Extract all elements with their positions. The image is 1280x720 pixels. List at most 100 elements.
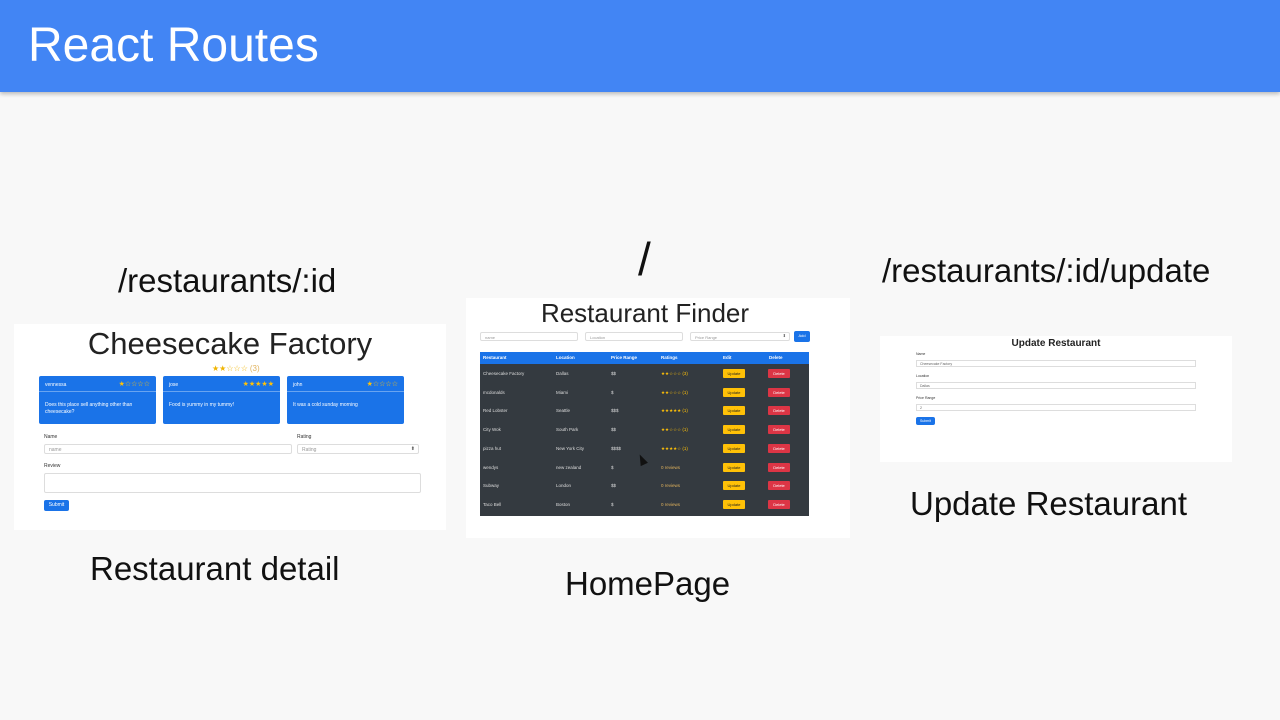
caption-update: Update Restaurant (910, 485, 1188, 522)
table-cell-location: Boston (556, 501, 571, 507)
home-app-title: Restaurant Finder (540, 298, 750, 328)
update-name-input[interactable]: Cheesecake Factory (916, 360, 1196, 367)
restaurant-detail-screenshot: Cheesecake Factory ★★☆☆☆(3) vennessa ★☆☆… (14, 324, 446, 530)
review-author: john (293, 382, 303, 388)
table-cell-name: pizza hut (483, 445, 502, 451)
table-cell-name: wendys (483, 464, 499, 470)
delete-button[interactable]: Delete (768, 406, 790, 416)
table-row: mcdonalds Miami $ ★★☆☆☆ (1) Update Delete (480, 387, 809, 400)
route-label-home: / (638, 233, 651, 285)
chevron-down-icon: ⬍ (410, 446, 415, 452)
review-submit-button[interactable]: Submit (44, 500, 69, 511)
table-cell-location: Dallas (556, 371, 569, 376)
review-text: Food is yummy in my tummy! (169, 402, 235, 408)
review-rating-selected: Rating (302, 447, 317, 453)
add-restaurant-button[interactable]: Add (794, 331, 810, 342)
update-button[interactable]: Update (723, 462, 745, 472)
review-card: john ★☆☆☆☆ It was a cold sunday morning (287, 376, 404, 424)
slide-title: React Routes (28, 19, 319, 72)
table-cell-rating: 0 reviews (661, 501, 681, 507)
restaurants-table: Restaurant Location Price Range Ratings … (480, 352, 809, 516)
route-label-update: /restaurants/:id/update (882, 252, 1211, 289)
review-card: vennessa ★☆☆☆☆ Does this place sell anyt… (39, 376, 156, 424)
delete-button[interactable]: Delete (768, 369, 790, 378)
update-button[interactable]: Update (723, 499, 745, 509)
update-button[interactable]: Update (723, 443, 745, 453)
table-cell-name: Red Lobster (483, 408, 508, 414)
update-submit-button[interactable]: Submit (916, 417, 935, 425)
table-cell-name: mcdonalds (483, 389, 505, 395)
table-cell-name: Taco Bell (483, 501, 502, 507)
table-row: Red Lobster Seattle $$$ ★★★★★ (1) Update Dele… (480, 406, 809, 418)
table-cell-rating: ★★★★☆ (1) (661, 445, 688, 451)
table-row: Taco Bell Boston $0 reviews Update Delete (480, 499, 809, 512)
review-card: jose ★★★★★ Food is yummy in my tummy! (163, 376, 280, 424)
update-button[interactable]: Update (723, 425, 745, 435)
table-cell-price: $ (611, 501, 614, 507)
table-cell-name: Subway (483, 483, 500, 489)
review-rating-label: Rating (297, 434, 312, 440)
review-text: It was a cold sunday morning (293, 402, 358, 408)
review-divider (287, 391, 404, 392)
table-cell-price: $ (611, 389, 614, 395)
update-button[interactable]: Update (723, 406, 745, 416)
table-cell-location: Miami (556, 389, 568, 395)
table-cell-location: London (556, 483, 572, 489)
chevron-down-icon: ⬍ (782, 333, 786, 338)
review-rating-select[interactable]: Rating ⬍ (297, 444, 419, 454)
table-cell-rating: ★★★★★ (1) (661, 408, 688, 414)
update-restaurant-screenshot: Update Restaurant Name Cheesecake Factor… (880, 336, 1232, 462)
table-cell-name: Cheesecake Factory (483, 371, 525, 376)
review-stars-icon: ★☆☆☆☆ (118, 381, 150, 388)
review-divider (39, 391, 156, 392)
caption-home: HomePage (565, 565, 731, 602)
table-header-cell: Edit (723, 355, 732, 360)
table-cell-price: $$$ (611, 408, 619, 414)
update-location-label: Location (916, 374, 930, 378)
delete-button[interactable]: Delete (768, 425, 790, 435)
detail-rating-count: (3) (249, 364, 260, 373)
table-cell-location: new zealand (556, 464, 582, 470)
table-cell-price: $$ (611, 427, 617, 433)
update-button[interactable]: Update (723, 369, 745, 378)
review-author: vennessa (45, 382, 67, 388)
update-button[interactable]: Update (723, 481, 745, 491)
delete-button[interactable]: Delete (768, 387, 790, 397)
update-location-input[interactable]: Dallas (916, 382, 1196, 389)
update-price-input[interactable]: 2 (916, 404, 1196, 411)
table-cell-rating: 0 reviews (661, 483, 681, 489)
caption-detail: Restaurant detail (90, 550, 340, 587)
detail-star-rating: ★★☆☆☆(3) (212, 364, 260, 373)
review-name-label: Name (44, 434, 58, 440)
detail-restaurant-title: Cheesecake Factory (87, 326, 373, 361)
table-header-cell: Restaurant (483, 355, 507, 360)
table-header-row: Restaurant Location Price Range Ratings … (480, 352, 809, 364)
table-cell-price: $$$$ (611, 445, 622, 451)
table-cell-price: $$ (611, 371, 617, 376)
route-label-detail: /restaurants/:id (118, 262, 337, 299)
update-price-label: Price Range (916, 396, 936, 400)
review-name-input[interactable]: name (44, 444, 292, 454)
table-header-cell: Price Range (611, 355, 638, 360)
delete-button[interactable]: Delete (768, 499, 790, 509)
review-stars-icon: ★★★★★ (242, 381, 274, 388)
add-name-input[interactable]: name (480, 332, 578, 341)
review-author: jose (169, 382, 179, 388)
delete-button[interactable]: Delete (768, 481, 790, 491)
update-name-label: Name (916, 352, 926, 356)
review-textarea[interactable] (44, 473, 421, 493)
delete-button[interactable]: Delete (768, 443, 790, 453)
table-cell-name: City Wok (483, 427, 501, 433)
update-button[interactable]: Update (723, 387, 745, 397)
table-cell-rating: ★★☆☆☆ (1) (661, 389, 688, 395)
delete-button[interactable]: Delete (768, 462, 790, 472)
homepage-screenshot: Restaurant Finder name Location Price Ra… (466, 298, 850, 538)
add-price-select[interactable]: Price Range ⬍ (690, 332, 790, 341)
table-header-cell: Ratings (661, 355, 678, 360)
add-location-input[interactable]: Location (585, 332, 683, 341)
table-cell-location: Seattle (556, 408, 571, 414)
table-header-cell: Delete (769, 355, 783, 360)
